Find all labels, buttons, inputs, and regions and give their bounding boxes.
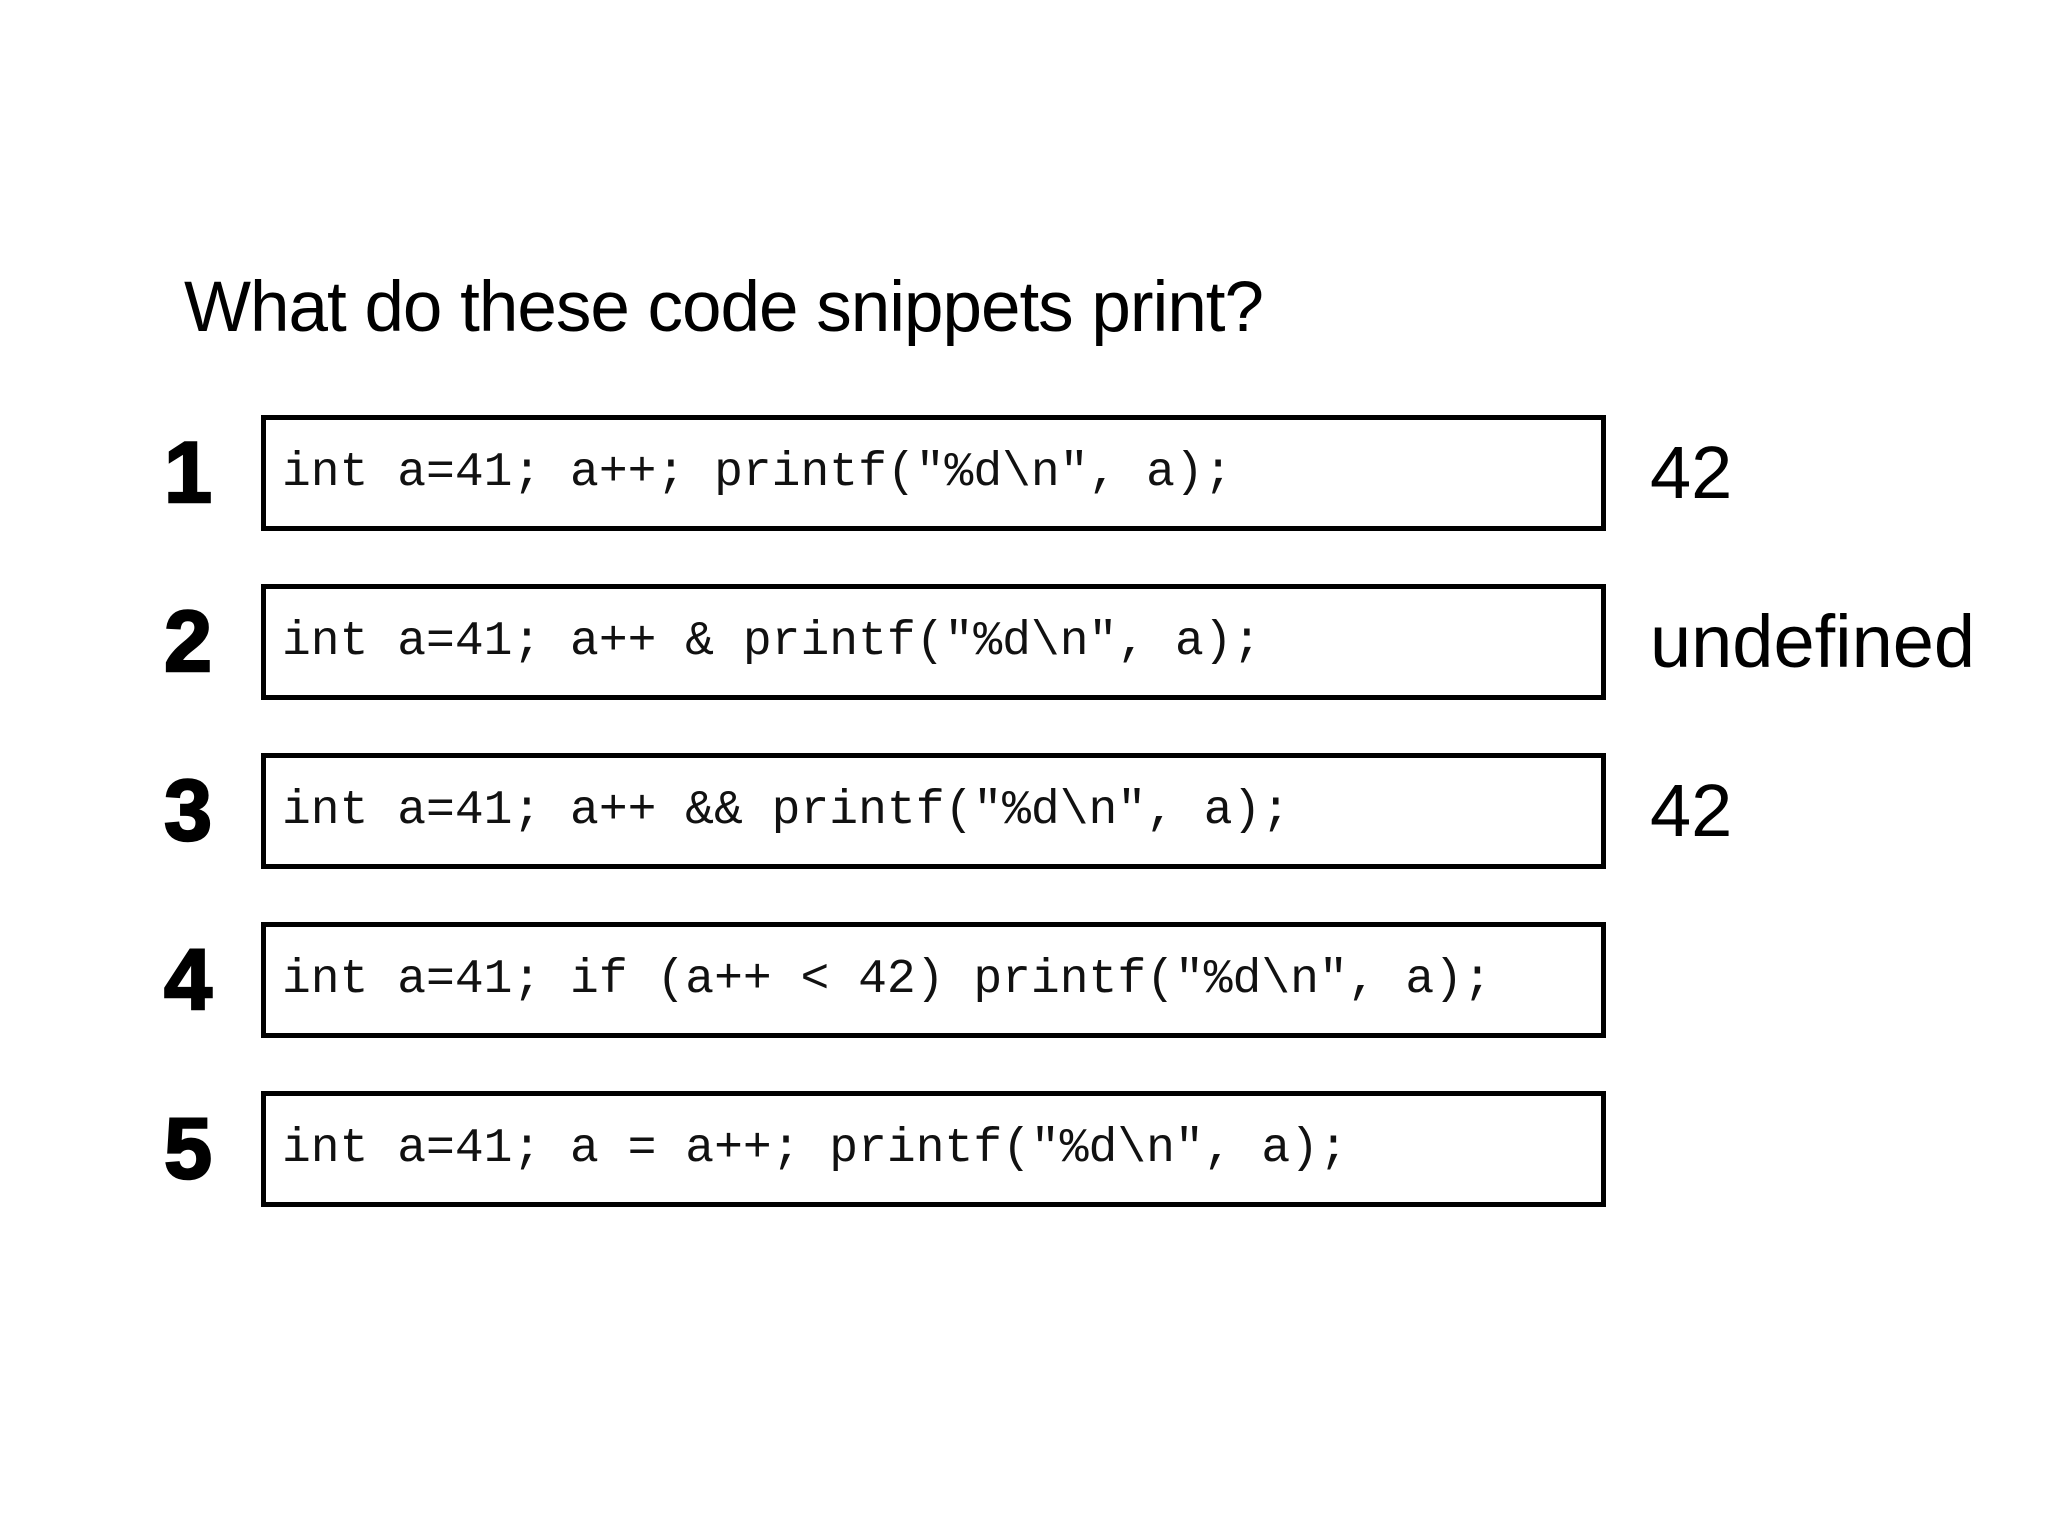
answer-text: 42 xyxy=(1650,431,1733,514)
snippet-number: 1 xyxy=(163,425,213,521)
answer-text: undefined xyxy=(1650,600,1976,683)
code-box: int a=41; a++ && printf("%d\n", a); xyxy=(261,753,1606,869)
snippet-row-5: 5 int a=41; a = a++; printf("%d\n", a); xyxy=(0,1091,2048,1207)
code-text: int a=41; if (a++ < 42) printf("%d\n", a… xyxy=(282,953,1492,1007)
snippet-number: 5 xyxy=(163,1101,213,1197)
code-text: int a=41; a++ & printf("%d\n", a); xyxy=(282,615,1262,669)
snippet-row-3: 3 int a=41; a++ && printf("%d\n", a); 42 xyxy=(0,753,2048,869)
code-text: int a=41; a = a++; printf("%d\n", a); xyxy=(282,1122,1348,1176)
snippet-number: 3 xyxy=(163,763,213,859)
code-box: int a=41; if (a++ < 42) printf("%d\n", a… xyxy=(261,922,1606,1038)
code-box: int a=41; a++ & printf("%d\n", a); xyxy=(261,584,1606,700)
answer-text: 42 xyxy=(1650,769,1733,852)
snippet-number: 2 xyxy=(163,594,213,690)
code-box: int a=41; a++; printf("%d\n", a); xyxy=(261,415,1606,531)
slide-title: What do these code snippets print? xyxy=(184,268,1264,347)
snippet-row-2: 2 int a=41; a++ & printf("%d\n", a); und… xyxy=(0,584,2048,700)
snippet-row-4: 4 int a=41; if (a++ < 42) printf("%d\n",… xyxy=(0,922,2048,1038)
snippet-row-1: 1 int a=41; a++; printf("%d\n", a); 42 xyxy=(0,415,2048,531)
code-text: int a=41; a++ && printf("%d\n", a); xyxy=(282,784,1291,838)
code-box: int a=41; a = a++; printf("%d\n", a); xyxy=(261,1091,1606,1207)
code-text: int a=41; a++; printf("%d\n", a); xyxy=(282,446,1233,500)
snippet-number: 4 xyxy=(163,932,213,1028)
